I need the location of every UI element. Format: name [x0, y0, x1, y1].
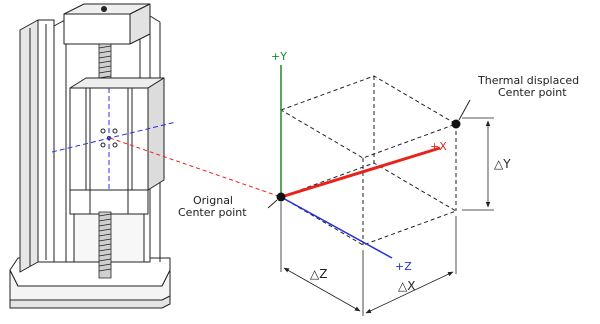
delta-z-label: △Z	[310, 267, 327, 281]
thermal-leader	[458, 99, 471, 121]
displacement-box	[280, 75, 458, 246]
x-axis-label: +X	[430, 140, 447, 153]
dimension-delta-z	[280, 202, 364, 316]
lower-guide	[69, 189, 149, 215]
z-axis	[280, 196, 393, 259]
carriage-center-lines	[51, 88, 177, 190]
original-center-label-line2: Center point	[178, 206, 247, 219]
dimension-delta-y	[462, 117, 494, 211]
y-axis-label: +Y	[271, 50, 287, 63]
original-center-label-line1: Orignal	[193, 194, 233, 207]
delta-y-label: △Y	[494, 157, 511, 171]
z-axis-label: +Z	[395, 260, 412, 273]
delta-x-label: △X	[398, 279, 415, 293]
x-axis	[280, 146, 441, 199]
carriage	[69, 77, 165, 191]
thermal-center-label-line1: Thermal displaced	[477, 74, 579, 87]
original-center-point	[276, 192, 286, 202]
dimension-delta-x	[365, 216, 457, 314]
thermal-center-point	[451, 119, 461, 129]
thermal-center-label-line2: Center point	[498, 86, 567, 99]
original-leader	[267, 199, 278, 209]
coordinate-axes	[280, 65, 441, 259]
projection-line	[109, 137, 282, 198]
column-left	[19, 19, 39, 273]
lead-screw-lower	[98, 211, 112, 279]
linear-stage-drawing	[9, 3, 171, 309]
